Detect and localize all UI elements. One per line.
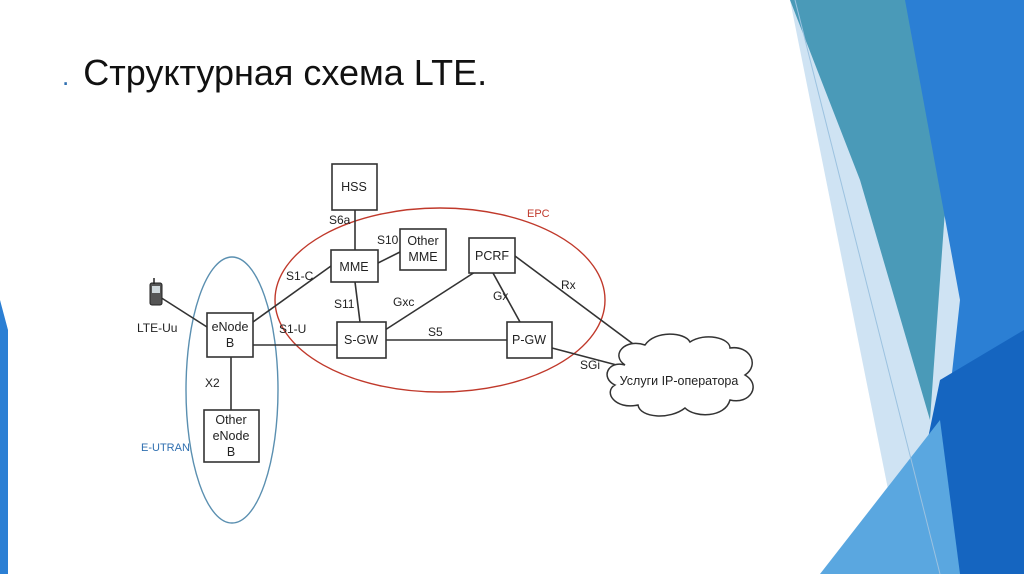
- s1c-label: S1-C: [286, 269, 314, 283]
- rx-label: Rx: [561, 278, 576, 292]
- mobile-phone-icon: [149, 278, 163, 306]
- link-pcrf-cloud: [514, 255, 649, 356]
- link-mme-enodeb: [252, 265, 332, 323]
- s6a-label: S6a: [329, 213, 351, 227]
- other-enodeb-label-2: eNode: [213, 429, 250, 443]
- eutran-region-label: E-UTRAN: [141, 442, 190, 454]
- link-mme-sgw: [354, 281, 361, 323]
- hss-label: HSS: [341, 180, 367, 194]
- right-thin-line: [794, 0, 941, 574]
- other-enodeb-label-1: Other: [215, 413, 246, 427]
- lteuu-label: LTE-Uu: [137, 321, 177, 335]
- eutran-region: [185, 256, 279, 524]
- s11-label: S11: [334, 297, 355, 311]
- enodeb-label-1: eNode: [212, 320, 249, 334]
- sgw-label: S-GW: [344, 333, 378, 347]
- right-stripe-bottom: [820, 420, 960, 574]
- gxc-label: Gxc: [393, 295, 414, 309]
- gx-label: Gx: [493, 289, 508, 303]
- title-bullet: .: [62, 61, 70, 91]
- x2-label: X2: [205, 376, 220, 390]
- other-enodeb-label-3: B: [227, 445, 235, 459]
- epc-region: [274, 207, 606, 393]
- enodeb-box: [206, 312, 254, 358]
- pcrf-label: PCRF: [475, 249, 509, 263]
- link-sgw-pcrf: [384, 271, 476, 331]
- hss-box: [331, 163, 378, 211]
- pgw-label: P-GW: [512, 333, 546, 347]
- other-mme-label-2: MME: [408, 250, 437, 264]
- ip-services-cloud: [606, 333, 754, 417]
- link-pcrf-pgw: [492, 272, 521, 323]
- enodeb-label-2: B: [226, 336, 234, 350]
- right-stripe-teal: [790, 0, 960, 420]
- s5-label: S5: [428, 325, 443, 339]
- slide-title: . Структурная схема LTE.: [62, 52, 487, 94]
- pcrf-box: [468, 237, 516, 274]
- sgi-label: SGi: [580, 358, 600, 372]
- other-enodeb-box: [203, 409, 260, 463]
- s1u-label: S1-U: [279, 322, 306, 336]
- sgw-box: [336, 321, 387, 359]
- epc-region-label: EPC: [527, 208, 550, 220]
- pgw-box: [506, 321, 553, 359]
- left-edge-stripe: [0, 300, 8, 574]
- mme-label: MME: [339, 260, 368, 274]
- link-mme-othermme: [377, 251, 401, 264]
- cloud-label: Услуги IP-оператора: [620, 374, 739, 388]
- s10-label: S10: [377, 233, 399, 247]
- other-mme-label-1: Other: [407, 234, 438, 248]
- title-text: Структурная схема LTE.: [83, 52, 488, 93]
- mme-box: [330, 249, 379, 283]
- link-handset-enodeb: [159, 296, 208, 328]
- other-mme-box: [399, 228, 447, 271]
